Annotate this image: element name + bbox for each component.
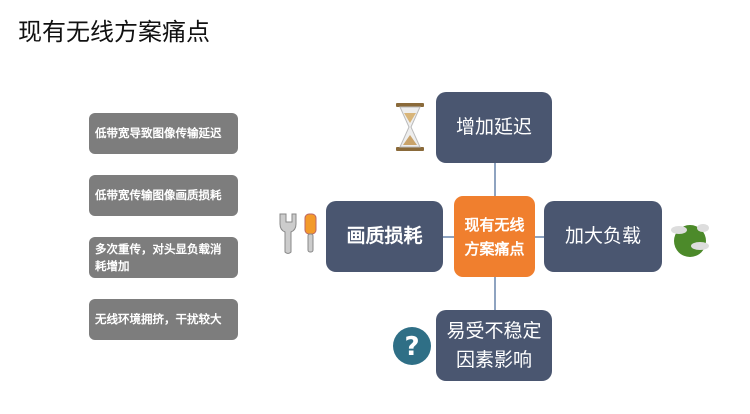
globe-clouds-icon bbox=[671, 224, 709, 257]
list-item: 无线环境拥挤，干扰较大 bbox=[89, 299, 238, 340]
node-top: 增加延迟 bbox=[436, 92, 552, 163]
node-left: 画质损耗 bbox=[326, 201, 443, 272]
page-title: 现有无线方案痛点 bbox=[18, 18, 210, 46]
list-item: 低带宽传输图像画质损耗 bbox=[89, 175, 238, 216]
svg-text:?: ? bbox=[404, 332, 419, 362]
list-item: 低带宽导致图像传输延迟 bbox=[89, 113, 238, 154]
globe-question-icon: ? bbox=[393, 327, 431, 365]
node-right: 加大负载 bbox=[544, 201, 662, 272]
node-bottom: 易受不稳定因素影响 bbox=[436, 310, 552, 381]
hourglass-icon bbox=[396, 103, 424, 151]
tools-icon bbox=[279, 213, 317, 254]
list-item: 多次重传，对头显负载消耗增加 bbox=[89, 237, 238, 278]
center-node: 现有无线方案痛点 bbox=[454, 196, 535, 277]
